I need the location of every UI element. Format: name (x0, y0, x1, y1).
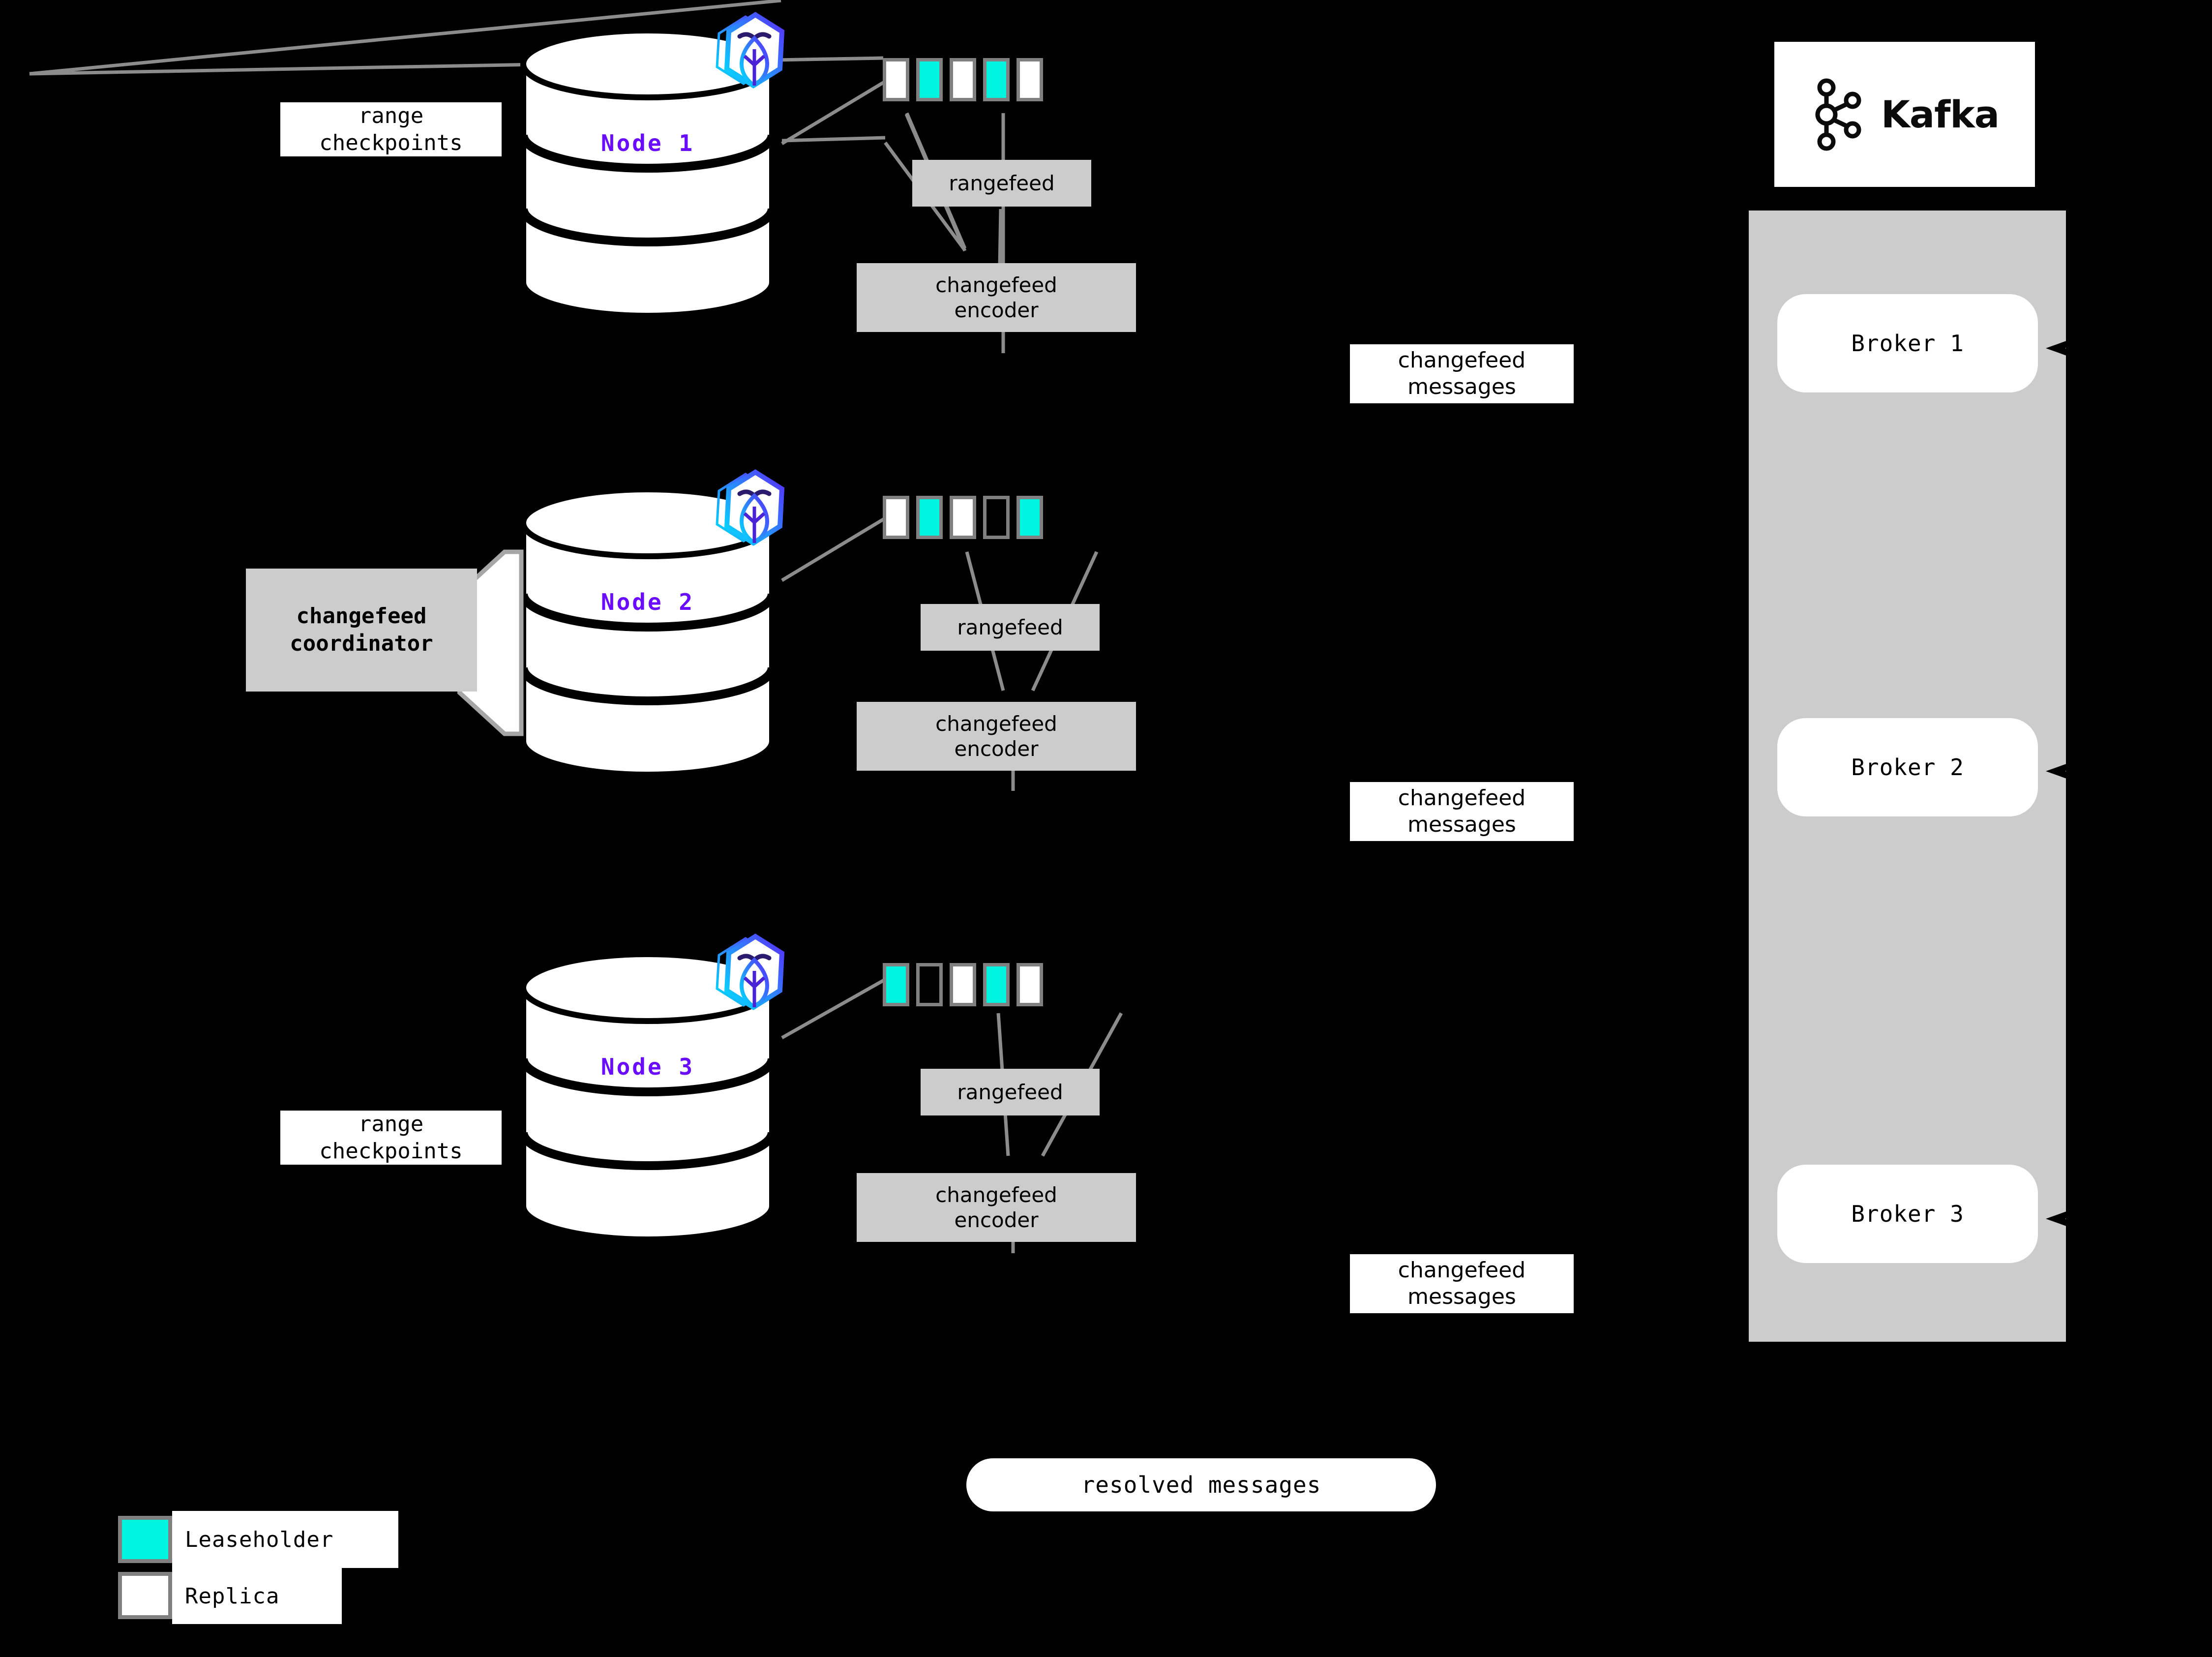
broker-3[interactable]: Broker 3 (1777, 1165, 2038, 1263)
node-2-changefeed-messages-label: changefeed messages (1350, 782, 1574, 841)
range-box-leaseholder[interactable] (983, 963, 1010, 1006)
node-1-rangefeed-box[interactable]: rangefeed (912, 160, 1091, 207)
legend-label-replica: Replica (172, 1568, 342, 1624)
kafka-logo: Kafka (1774, 42, 2035, 187)
broker-inbound-arrows (2046, 338, 2073, 1229)
node-3-range-checkpoints-label: range checkpoints (280, 1111, 502, 1165)
changefeed-coordinator-box[interactable]: changefeed coordinator (246, 569, 477, 692)
cockroachdb-hexagon-icon (708, 9, 792, 92)
range-box-replica[interactable] (1016, 58, 1043, 101)
node-1-ranges (883, 58, 1043, 101)
range-box-empty[interactable] (916, 963, 943, 1006)
kafka-wordmark: Kafka (1881, 92, 2000, 136)
range-box-leaseholder[interactable] (883, 963, 909, 1006)
node-2-changefeed-encoder-box[interactable]: changefeed encoder (857, 702, 1136, 771)
node-1-changefeed-encoder-box[interactable]: changefeed encoder (857, 263, 1136, 332)
broker-1[interactable]: Broker 1 (1777, 294, 2038, 392)
range-box-leaseholder[interactable] (916, 496, 943, 539)
kafka-node-graph-icon (1810, 78, 1868, 151)
range-box-replica[interactable] (950, 963, 976, 1006)
node-3-ranges (883, 963, 1043, 1006)
range-box-replica[interactable] (950, 496, 976, 539)
node-3-changefeed-messages-label: changefeed messages (1350, 1254, 1574, 1313)
range-box-leaseholder[interactable] (983, 58, 1010, 101)
range-box-leaseholder[interactable] (1016, 496, 1043, 539)
range-box-leaseholder[interactable] (916, 58, 943, 101)
node-1-range-checkpoints-label: range checkpoints (280, 102, 502, 156)
range-box-empty[interactable] (983, 496, 1010, 539)
range-box-replica[interactable] (1016, 963, 1043, 1006)
node-2-cylinder: Node 2 (517, 484, 778, 780)
node-2-ranges (883, 496, 1043, 539)
node-1-changefeed-messages-label: changefeed messages (1350, 344, 1574, 403)
node-2-rangefeed-box[interactable]: rangefeed (921, 604, 1100, 651)
legend-swatch-replica (118, 1572, 172, 1619)
legend-swatch-leaseholder (118, 1516, 172, 1563)
node-3-changefeed-encoder-box[interactable]: changefeed encoder (857, 1173, 1136, 1242)
broker-2[interactable]: Broker 2 (1777, 718, 2038, 816)
node-3-rangefeed-box[interactable]: rangefeed (921, 1069, 1100, 1115)
cockroachdb-hexagon-icon (708, 466, 792, 550)
range-box-replica[interactable] (883, 496, 909, 539)
legend-label-leaseholder: Leaseholder (172, 1511, 398, 1568)
node-1-cylinder: Node 1 (517, 26, 778, 321)
resolved-messages-pill[interactable]: resolved messages (966, 1458, 1436, 1511)
range-box-replica[interactable] (883, 58, 909, 101)
cockroachdb-hexagon-icon (708, 931, 792, 1014)
range-box-replica[interactable] (950, 58, 976, 101)
